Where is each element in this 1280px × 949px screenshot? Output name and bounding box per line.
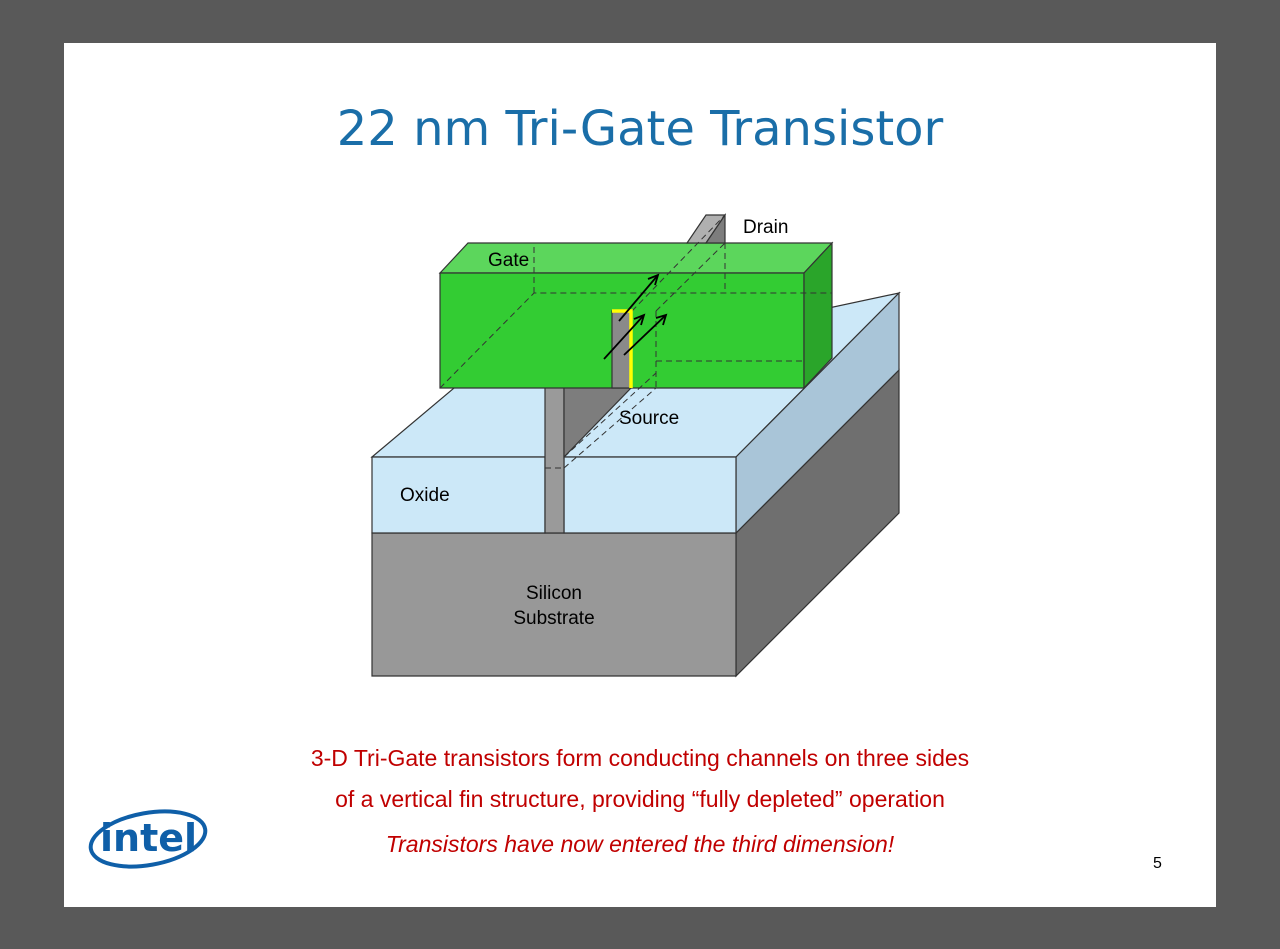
substrate-label: Substrate bbox=[513, 608, 594, 629]
caption-tagline: Transistors have now entered the third d… bbox=[385, 831, 895, 857]
source-label: Source bbox=[619, 408, 679, 429]
oxide-front-left bbox=[371, 456, 546, 534]
intel-logo-text: intel bbox=[100, 816, 197, 860]
channel-highlight bbox=[612, 309, 633, 388]
substrate-front bbox=[371, 532, 737, 677]
fin-front bbox=[544, 380, 565, 534]
fin-front-gate bbox=[611, 310, 632, 389]
oxide-label: Oxide bbox=[400, 485, 450, 506]
oxide-front-right bbox=[563, 456, 737, 534]
drain-fin-side bbox=[704, 213, 726, 244]
caption-line-2: of a vertical fin structure, providing “… bbox=[335, 786, 945, 812]
hidden-edges bbox=[439, 214, 832, 469]
drain-label: Drain bbox=[743, 217, 788, 238]
page-number: 5 bbox=[1153, 855, 1162, 872]
caption-line-1: 3-D Tri-Gate transistors form conducting… bbox=[310, 745, 970, 771]
slide-title: 22 nm Tri-Gate Transistor bbox=[336, 101, 944, 157]
silicon-label: Silicon bbox=[526, 583, 582, 604]
tri-gate-diagram: Drain Gate Source Oxide Silicon Substrat… bbox=[370, 213, 901, 678]
intel-logo: intel bbox=[86, 805, 216, 874]
gate-label: Gate bbox=[488, 250, 529, 271]
slide: 22 nm Tri-Gate Transistor bbox=[64, 43, 1216, 907]
current-arrows bbox=[603, 273, 668, 360]
gate-side bbox=[803, 241, 833, 390]
